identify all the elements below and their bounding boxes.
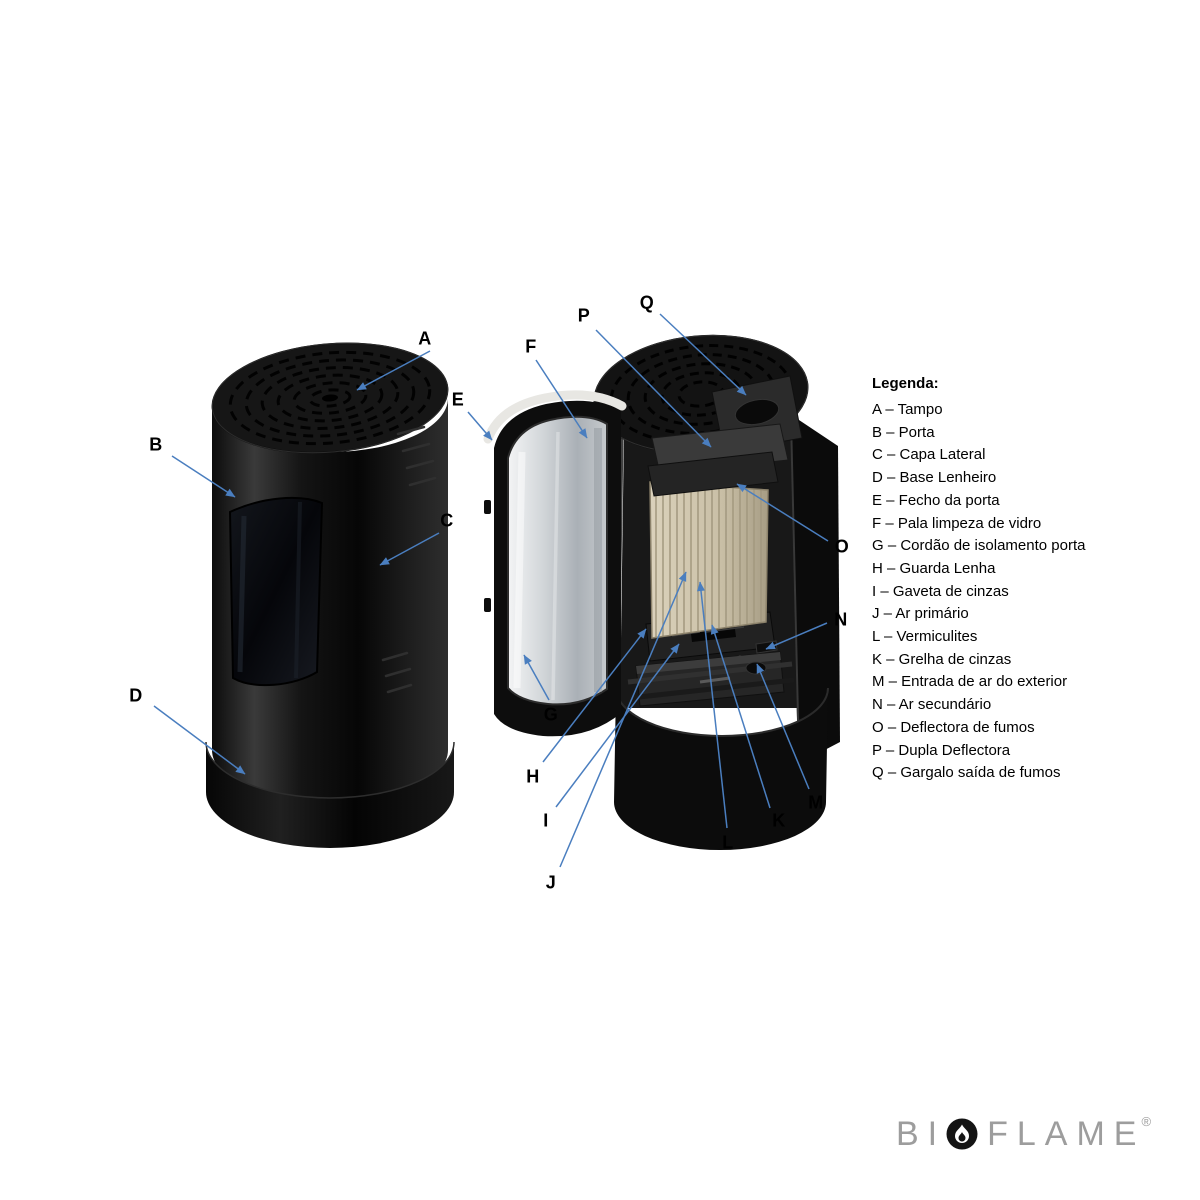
callout-label-o: O — [834, 536, 850, 557]
callout-label-d: D — [129, 685, 143, 706]
legend: Legenda: A – Tampo B – Porta C – Capa La… — [872, 372, 1107, 785]
stove-side-vents — [381, 425, 437, 694]
outer-shell — [790, 414, 840, 764]
logo-text-left: BI — [896, 1114, 947, 1153]
legend-item: E – Fecho da porta — [872, 491, 1000, 509]
legend-item: J – Ar primário — [872, 605, 969, 623]
bioflame-logo: BI FLAME ® — [896, 1112, 1151, 1156]
logo-text-right: FLAME — [987, 1114, 1146, 1153]
callout-arrows — [153, 313, 829, 868]
legend-item: K – Grelha de cinzas — [872, 650, 1012, 668]
callout-label-k: K — [772, 810, 786, 831]
callout-label-e: E — [451, 389, 465, 410]
callout-label-p: P — [577, 305, 591, 326]
callout-arrow-d — [153, 705, 246, 775]
legend-item: B – Porta — [872, 423, 935, 441]
door-hinge — [484, 598, 491, 612]
callout-label-a: A — [418, 328, 432, 349]
callout-arrow-i — [555, 643, 680, 808]
legend-item: P – Dupla Deflectora — [872, 741, 1011, 759]
stove-base — [206, 742, 454, 848]
callout-arrow-n — [765, 622, 828, 650]
callout-arrow-a — [356, 350, 431, 391]
callout-arrow-q — [659, 313, 747, 396]
callout-label-b: B — [149, 434, 163, 455]
callout-arrow-c — [379, 532, 440, 566]
door-gasket-cord — [483, 390, 627, 444]
callout-label-q: Q — [639, 292, 655, 313]
legend-item: N – Ar secundário — [872, 696, 992, 714]
exploded-door — [483, 390, 627, 737]
legend-item: H – Guarda Lenha — [872, 559, 996, 577]
legend-item: C – Capa Lateral — [872, 446, 986, 464]
legend-item: M – Entrada de ar do exterior — [872, 673, 1068, 691]
vermiculite-panels — [649, 481, 769, 639]
flame-icon — [946, 1118, 978, 1150]
callout-arrow-k — [710, 624, 771, 809]
registered-mark: ® — [1141, 1114, 1152, 1129]
callout-arrow-h — [542, 628, 647, 763]
callout-arrow-f — [535, 359, 588, 439]
exterior-air-inlet — [745, 661, 767, 675]
callout-label-n: N — [834, 609, 848, 630]
legend-item: D – Base Lenheiro — [872, 469, 997, 487]
door-hinge — [484, 500, 491, 514]
callout-arrow-e — [467, 411, 493, 441]
callout-arrow-p — [595, 329, 712, 448]
callout-arrow-m — [756, 663, 810, 790]
legend-item: I – Gaveta de cinzas — [872, 582, 1009, 600]
callout-label-g: G — [543, 704, 559, 725]
callout-arrow-g — [523, 654, 550, 701]
legend-item: O – Deflectora de fumos — [872, 718, 1035, 736]
callout-label-l: L — [722, 832, 734, 853]
callout-label-c: C — [440, 510, 454, 531]
legend-title: Legenda: — [872, 375, 939, 392]
callout-arrow-j — [559, 571, 687, 868]
legend-item: A – Tampo — [872, 401, 943, 418]
legend-item: F – Pala limpeza de vidro — [872, 514, 1042, 532]
callout-label-m: M — [808, 792, 824, 813]
callout-label-j: J — [545, 872, 557, 893]
door-glass — [507, 415, 608, 706]
assembled-stove-illustration — [205, 342, 455, 848]
callout-label-h: H — [526, 766, 540, 787]
legend-item: G – Cordão de isolamento porta — [872, 537, 1086, 555]
callout-label-i: I — [543, 810, 549, 831]
callout-arrow-o — [736, 483, 829, 542]
legend-item: Q – Gargalo saída de fumos — [872, 764, 1061, 782]
callout-arrow-b — [171, 455, 236, 498]
stove-top-plate — [211, 342, 449, 454]
callout-label-f: F — [525, 336, 537, 357]
callout-arrow-l — [697, 581, 728, 829]
legend-item: L – Vermiculites — [872, 628, 978, 646]
